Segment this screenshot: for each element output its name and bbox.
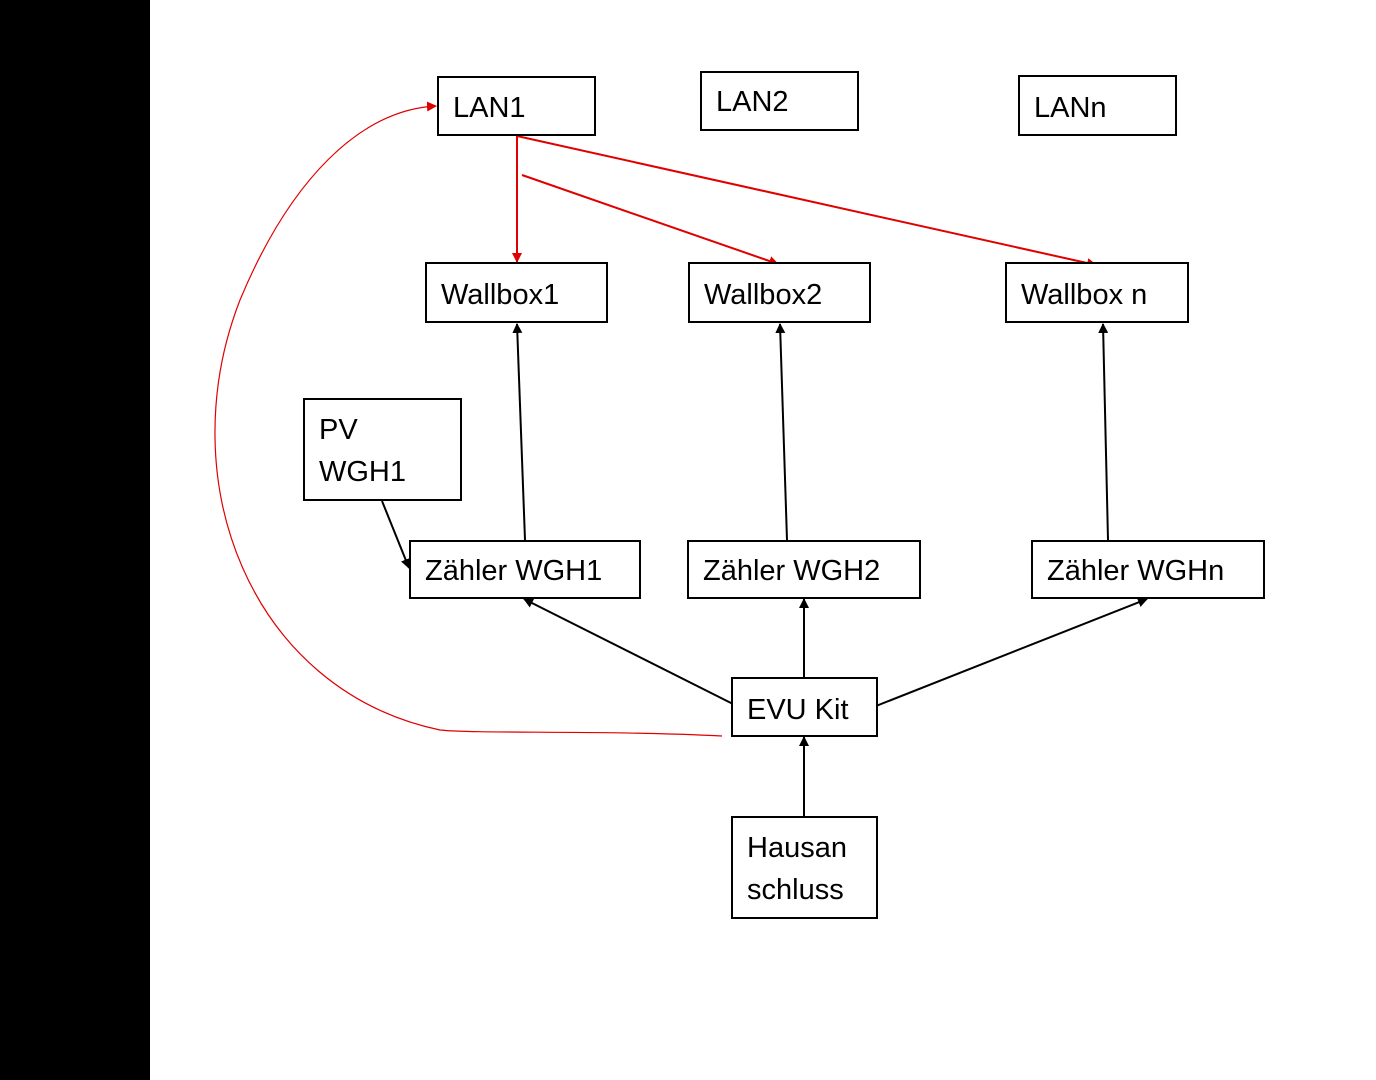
edge-evu-zaehlern <box>875 597 1148 707</box>
edge-lan1-wallbox2 <box>521 174 779 266</box>
node-wallbox1: Wallbox1 <box>425 262 608 323</box>
node-zaehler-wgh2: Zähler WGH2 <box>687 540 921 599</box>
edge-zaehler1-wallbox1 <box>512 323 526 541</box>
node-evu-kit: EVU Kit <box>731 677 878 737</box>
edge-zaehler2-wallbox2 <box>775 323 788 541</box>
left-black-margin <box>0 0 150 1080</box>
node-lann: LANn <box>1018 75 1177 136</box>
edge-evu-lan1 <box>214 101 723 737</box>
node-zaehler-wghn: Zähler WGHn <box>1031 540 1265 599</box>
node-lan2: LAN2 <box>700 71 859 131</box>
edge-pv-zaehler1 <box>381 500 411 569</box>
node-lan1: LAN1 <box>437 76 596 136</box>
node-wallbox2: Wallbox2 <box>688 262 871 323</box>
node-pv-wgh1: PV WGH1 <box>303 398 462 501</box>
edge-zaehlern-wallboxn <box>1098 323 1109 541</box>
edge-evu-zaehler1 <box>523 598 734 705</box>
node-hausanschluss: Hausan schluss <box>731 816 878 919</box>
node-wallboxn: Wallbox n <box>1005 262 1189 323</box>
node-zaehler-wgh1: Zähler WGH1 <box>409 540 641 599</box>
edge-lan1-wallboxn <box>516 135 1097 268</box>
